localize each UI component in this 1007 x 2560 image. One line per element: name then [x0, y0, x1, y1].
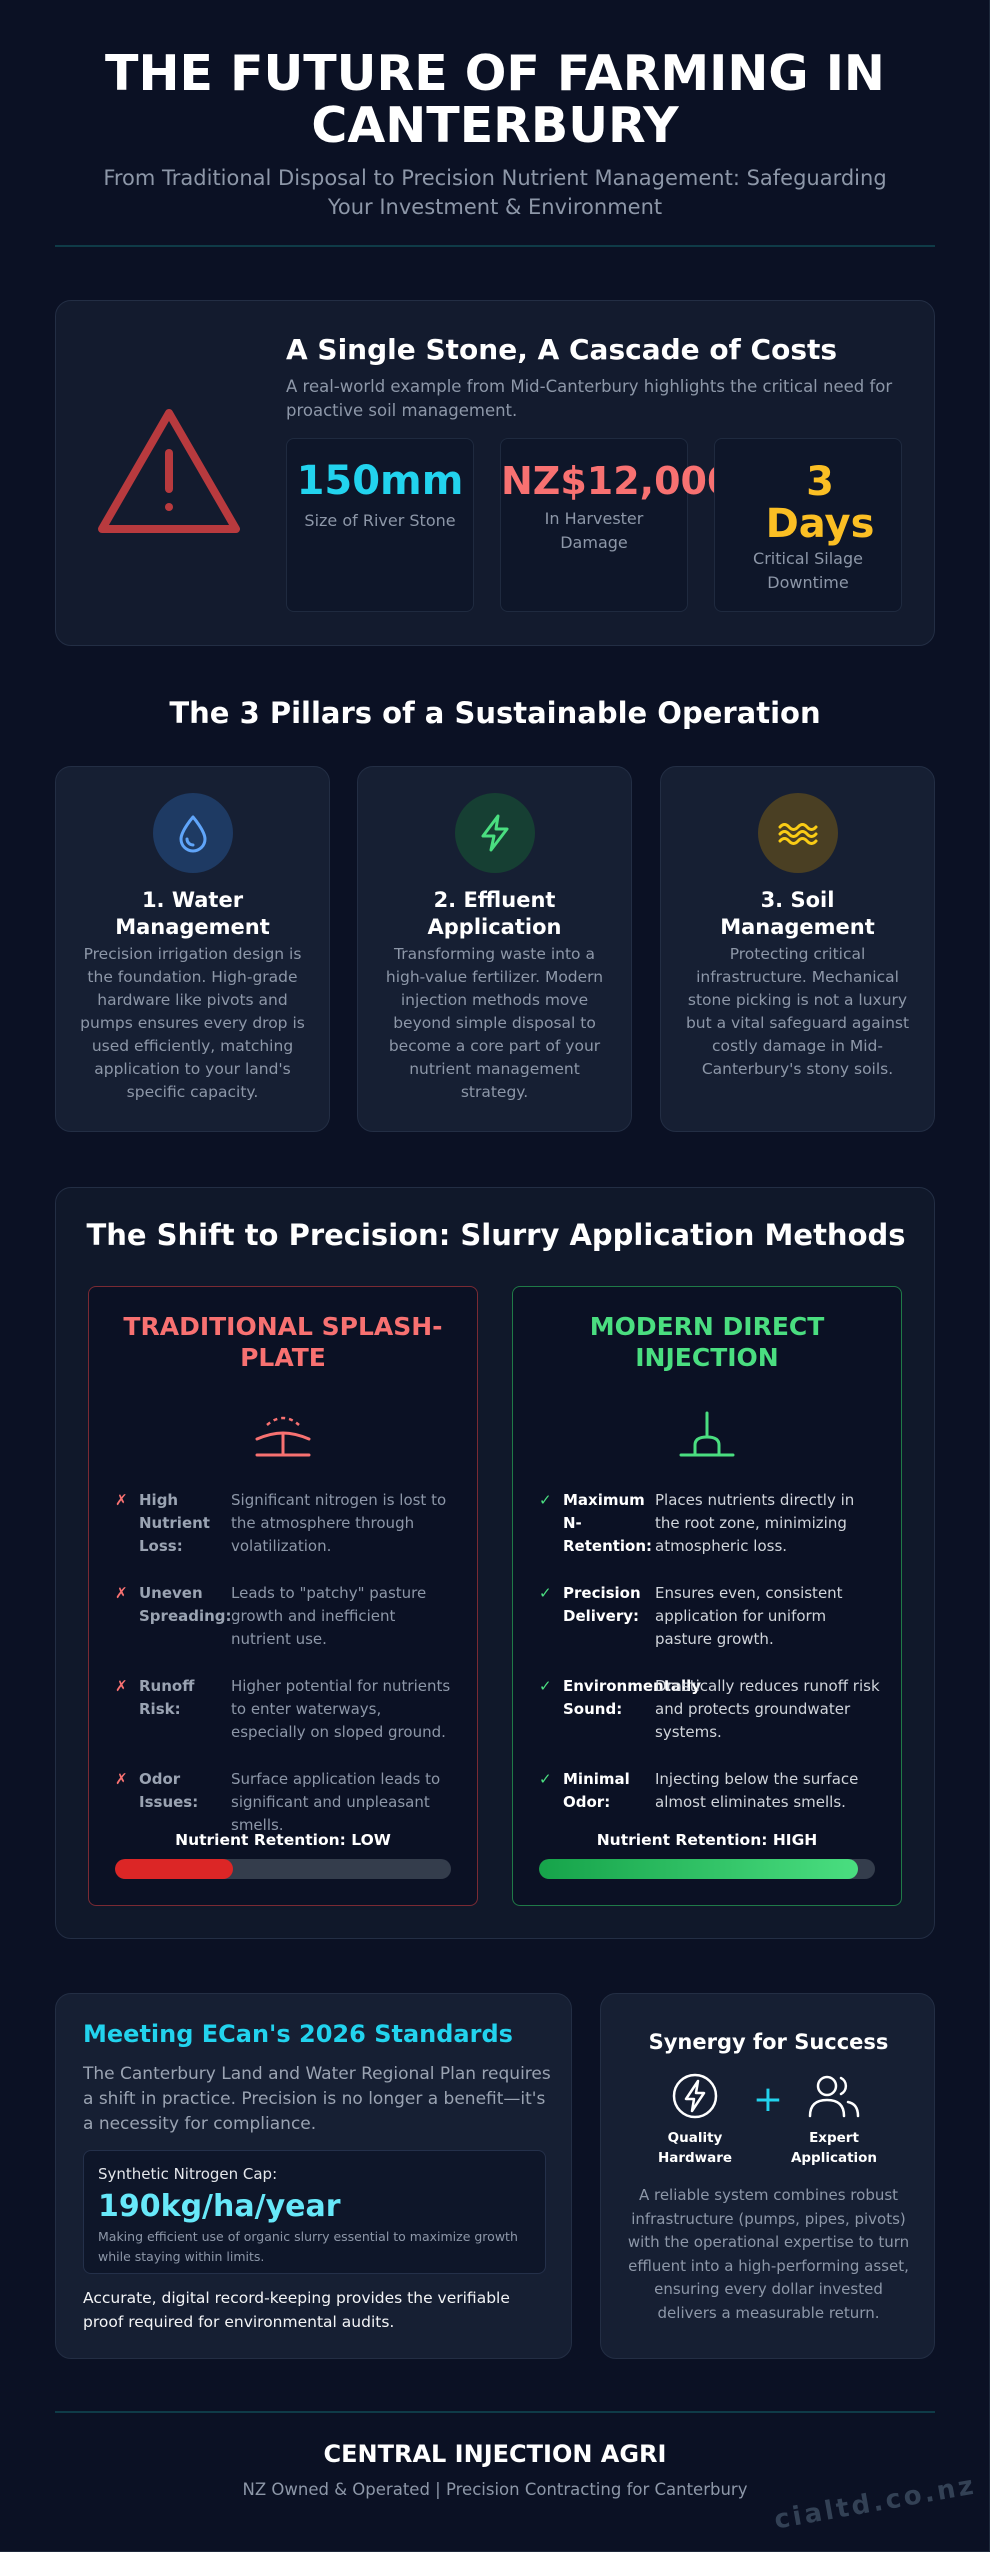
- item-desc: Higher potential for nutrients to enter …: [231, 1677, 451, 1741]
- synergy-right-label: Expert Application: [790, 2130, 878, 2166]
- synergy-text: A reliable system combines robust infras…: [627, 2186, 910, 2322]
- retention-label: Nutrient Retention: LOW: [175, 1831, 391, 1849]
- page-title: THE FUTURE OF FARMING IN CANTERBURY: [105, 45, 885, 154]
- cross-icon: ✗: [115, 1584, 128, 1602]
- pillar-card-soil: 3. Soil Management Protecting critical i…: [660, 766, 935, 1132]
- method-traditional: TRADITIONAL SPLASH-PLATE ✗ High Nutrient …: [88, 1286, 478, 1906]
- item-heading: Maximum N-Retention:: [563, 1491, 653, 1555]
- methods-heading: The Shift to Precision: Slurry Applicati…: [86, 1218, 906, 1252]
- list-item: ✗ Runoff Risk: Higher potential for nutrie…: [115, 1675, 457, 1744]
- list-item: ✗ Odor Issues: Surface application leads t…: [115, 1768, 457, 1837]
- check-icon: ✓: [539, 1584, 552, 1602]
- standards-card: Meeting ECan's 2026 Standards The Canter…: [55, 1993, 572, 2359]
- stat-silage-downtime: 3 Days Critical Silage Downtime: [714, 438, 902, 612]
- splash-plate-icon: [255, 1416, 311, 1457]
- cross-icon: ✗: [115, 1677, 128, 1695]
- plus-icon: +: [752, 2079, 784, 2120]
- item-desc: Places nutrients directly in the root zo…: [655, 1491, 855, 1555]
- check-icon: ✓: [539, 1677, 552, 1695]
- retention-bar: [115, 1859, 451, 1879]
- method-modern: MODERN DIRECT INJECTION ✓ Maximum N-Reten…: [512, 1286, 902, 1906]
- cap-note: Making efficient use of organic slurry e…: [98, 2229, 518, 2264]
- pillar-card-effluent: 2. Effluent Application Transforming was…: [357, 766, 632, 1132]
- retention-bar-fill: [539, 1859, 859, 1879]
- synergy-left-label: Quality Hardware: [657, 2130, 733, 2166]
- item-desc: Leads to "patchy" pasture growth and ine…: [231, 1584, 427, 1648]
- check-icon: ✓: [539, 1491, 552, 1509]
- item-heading: Runoff Risk:: [139, 1677, 195, 1718]
- traditional-list: ✗ High Nutrient Loss: Significant nitrogen…: [115, 1489, 457, 1861]
- stat-value: 150mm: [296, 458, 464, 504]
- warning-triangle-icon: [98, 409, 240, 533]
- pillar-title: 1. Water Management: [115, 888, 270, 939]
- list-item: ✗ High Nutrient Loss: Significant nitrogen…: [115, 1489, 457, 1558]
- standards-text: The Canterbury Land and Water Regional P…: [83, 2064, 551, 2134]
- item-heading: Environmentally Sound:: [563, 1677, 702, 1718]
- pillar-title: 2. Effluent Application: [427, 888, 562, 939]
- cap-value: 190kg/ha/year: [98, 2189, 341, 2224]
- stat-label: Size of River Stone: [304, 511, 456, 530]
- footer-tagline: NZ Owned & Operated | Precision Contract…: [242, 2480, 748, 2499]
- item-desc: Significant nitrogen is lost to the atmo…: [231, 1491, 447, 1555]
- stat-value: 3 Days: [765, 459, 875, 547]
- check-icon: ✓: [539, 1770, 552, 1788]
- page-subtitle: From Traditional Disposal to Precision N…: [103, 166, 887, 219]
- stat-label: In Harvester Damage: [544, 509, 644, 552]
- item-heading: Minimal Odor:: [563, 1770, 630, 1811]
- item-heading: High Nutrient Loss:: [139, 1491, 210, 1555]
- method-title: TRADITIONAL SPLASH-PLATE: [123, 1312, 443, 1372]
- cap-label: Synthetic Nitrogen Cap:: [98, 2165, 278, 2183]
- injector-icon: [679, 1411, 735, 1457]
- item-desc: Injecting below the surface almost elimi…: [655, 1770, 859, 1811]
- nitrogen-cap-box: Synthetic Nitrogen Cap: 190kg/ha/year Ma…: [83, 2150, 546, 2274]
- item-heading: Uneven Spreading:: [139, 1584, 232, 1625]
- header-divider: [55, 245, 935, 247]
- pillar-title: 3. Soil Management: [720, 888, 875, 939]
- waves-icon: [757, 793, 838, 873]
- pillar-card-water: 1. Water Management Precision irrigation…: [55, 766, 330, 1132]
- pillar-desc: Precision irrigation design is the found…: [80, 945, 305, 1101]
- item-heading: Odor Issues:: [139, 1770, 199, 1811]
- case-study-text: A real-world example from Mid-Canterbury…: [286, 377, 893, 420]
- list-item: ✓ Maximum N-Retention:Places nutrients di…: [539, 1489, 881, 1558]
- users-icon: [808, 2075, 860, 2118]
- stat-stone-size: 150mm Size of River Stone: [286, 438, 474, 612]
- item-desc: Drastically reduces runoff risk and prot…: [655, 1677, 880, 1741]
- modern-list: ✓ Maximum N-Retention:Places nutrients di…: [539, 1489, 881, 1838]
- stat-value: NZ$12,000+: [501, 459, 766, 503]
- item-heading: Precision Delivery:: [563, 1584, 641, 1625]
- list-item: ✗ Uneven Spreading:Leads to "patchy" past…: [115, 1582, 457, 1651]
- standards-heading: Meeting ECan's 2026 Standards: [83, 2020, 513, 2048]
- water-drop-icon: [152, 793, 233, 873]
- pillar-desc: Transforming waste into a high-value fer…: [385, 945, 604, 1101]
- retention-bar-fill: [115, 1859, 233, 1879]
- synergy-heading: Synergy for Success: [648, 2030, 889, 2054]
- list-item: ✓ Minimal Odor: Injecting below the surfac…: [539, 1768, 881, 1814]
- method-title: MODERN DIRECT INJECTION: [589, 1312, 825, 1372]
- lightning-icon: [454, 793, 535, 873]
- footer-company: CENTRAL INJECTION AGRI: [323, 2440, 667, 2468]
- stat-harvester-damage: NZ$12,000+ In Harvester Damage: [500, 438, 766, 612]
- cross-icon: ✗: [115, 1770, 128, 1788]
- list-item: ✓ Environmentally Sound:Drastically reduc…: [539, 1675, 881, 1744]
- retention-label: Nutrient Retention: HIGH: [596, 1831, 818, 1849]
- list-item: ✓ Precision Delivery: Ensures even, consis…: [539, 1582, 881, 1651]
- case-study-heading: A Single Stone, A Cascade of Costs: [286, 333, 838, 366]
- standards-footer: Accurate, digital record-keeping provide…: [83, 2289, 510, 2331]
- cross-icon: ✗: [115, 1491, 128, 1509]
- pillar-desc: Protecting critical infrastructure. Mech…: [685, 945, 910, 1078]
- item-desc: Surface application leads to significant…: [231, 1770, 441, 1834]
- footer-divider: [55, 2411, 935, 2413]
- pillars-heading: The 3 Pillars of a Sustainable Operation: [169, 696, 821, 730]
- synergy-card: Synergy for Success Quality Hardware + E…: [600, 1993, 935, 2359]
- item-desc: Ensures even, consistent application for…: [655, 1584, 843, 1648]
- stat-label: Critical Silage Downtime: [753, 549, 863, 592]
- lightning-icon: [672, 2073, 718, 2119]
- retention-bar: [539, 1859, 875, 1879]
